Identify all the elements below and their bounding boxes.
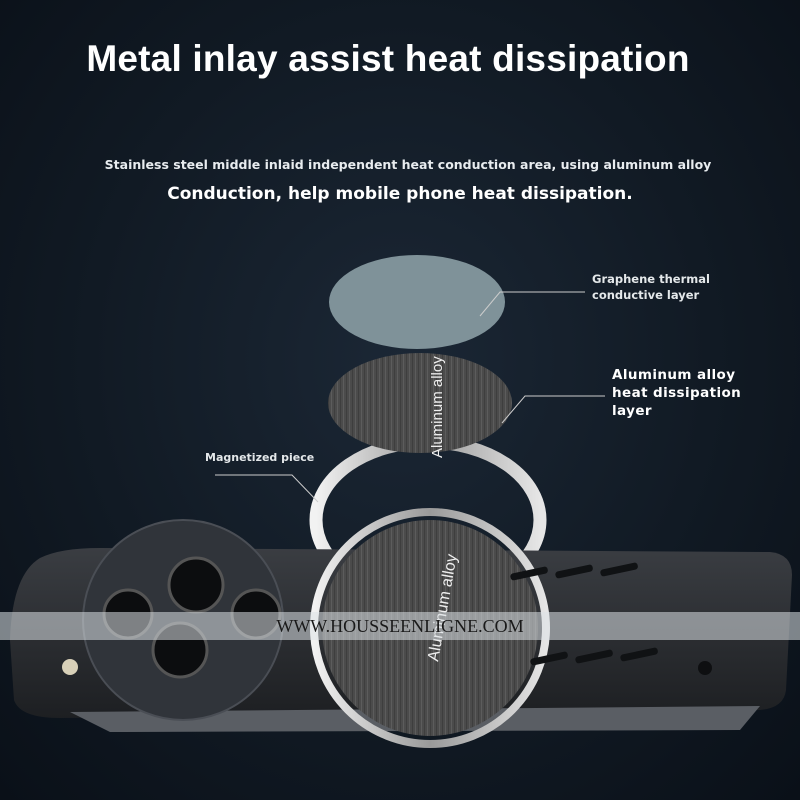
graphene-layer xyxy=(329,255,505,349)
label-graphene: Graphene thermal conductive layer xyxy=(592,272,710,302)
watermark-band xyxy=(0,612,800,640)
subtitle-line-1: Stainless steel middle inlaid independen… xyxy=(104,157,712,172)
watermark-text: WWW.HOUSSEENLIGNE.COM xyxy=(276,616,524,636)
subtitle-line-2: Conduction, help mobile phone heat dissi… xyxy=(167,184,633,204)
camera-lens xyxy=(167,556,225,614)
leader-magnet xyxy=(215,474,319,503)
page-title: Metal inlay assist heat dissipation xyxy=(86,38,690,79)
disc-text: Aluminum alloy xyxy=(429,356,446,458)
aluminum-layer xyxy=(328,353,512,453)
leader-aluminum xyxy=(501,395,605,424)
label-magnet: Magnetized piece xyxy=(205,451,315,464)
screw-hole xyxy=(698,661,712,675)
leader-graphene xyxy=(479,291,585,317)
label-aluminum: Aluminum alloy heat dissipation layer xyxy=(612,367,742,419)
flash xyxy=(62,659,78,675)
vent-slots xyxy=(510,562,658,666)
